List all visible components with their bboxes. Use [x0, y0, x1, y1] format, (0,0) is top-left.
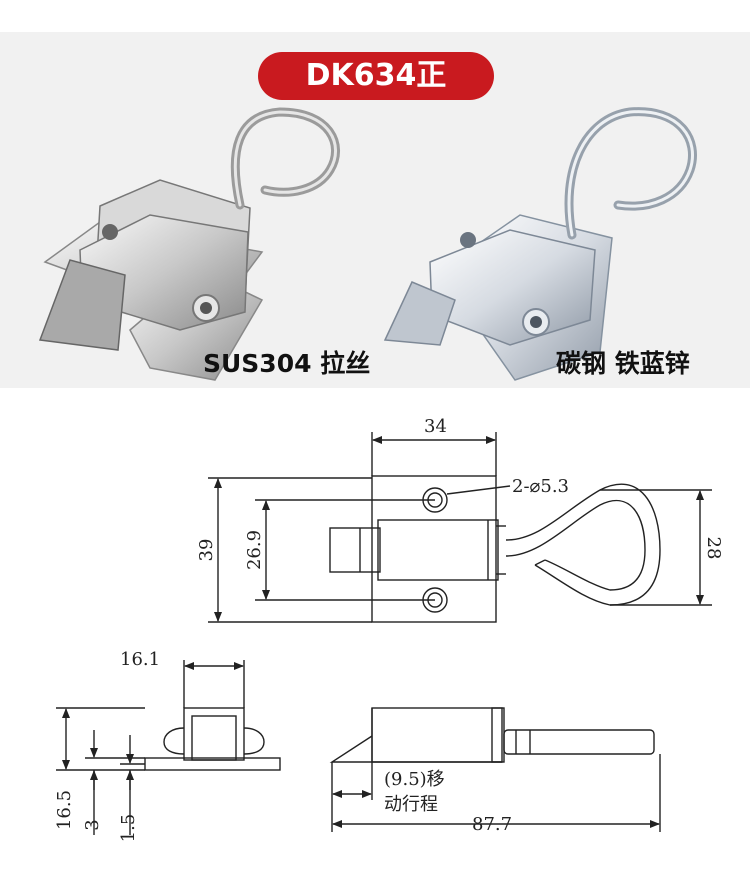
side-view — [329, 707, 661, 832]
latch-photo-zinc — [383, 107, 697, 381]
dim-thickness-3: 3 — [82, 819, 103, 830]
travel-note-line1: (9.5)移 — [384, 769, 445, 790]
product-photos — [38, 107, 697, 381]
model-badge: DK634正 — [258, 52, 494, 100]
top-view — [208, 432, 712, 623]
end-view — [56, 660, 281, 835]
material-caption-zinc: 碳钢 铁蓝锌 — [556, 349, 690, 378]
dim-width-34: 34 — [424, 416, 447, 437]
dim-hole-spacing-26-9: 26.9 — [244, 530, 265, 570]
dim-hook-28: 28 — [703, 537, 724, 560]
dim-height-39: 39 — [196, 539, 217, 562]
latch-photo-sus304 — [38, 107, 340, 381]
dim-height-16-5: 16.5 — [54, 790, 75, 830]
dim-total-length-87-7: 87.7 — [472, 814, 512, 835]
dim-inner-width-16-1: 16.1 — [120, 649, 160, 670]
travel-note-line2: 动行程 — [384, 794, 438, 815]
dim-hole-note: 2-⌀5.3 — [512, 476, 569, 497]
dim-plate-1-5: 1.5 — [118, 814, 139, 843]
material-caption-stainless: SUS304 拉丝 — [203, 349, 371, 378]
